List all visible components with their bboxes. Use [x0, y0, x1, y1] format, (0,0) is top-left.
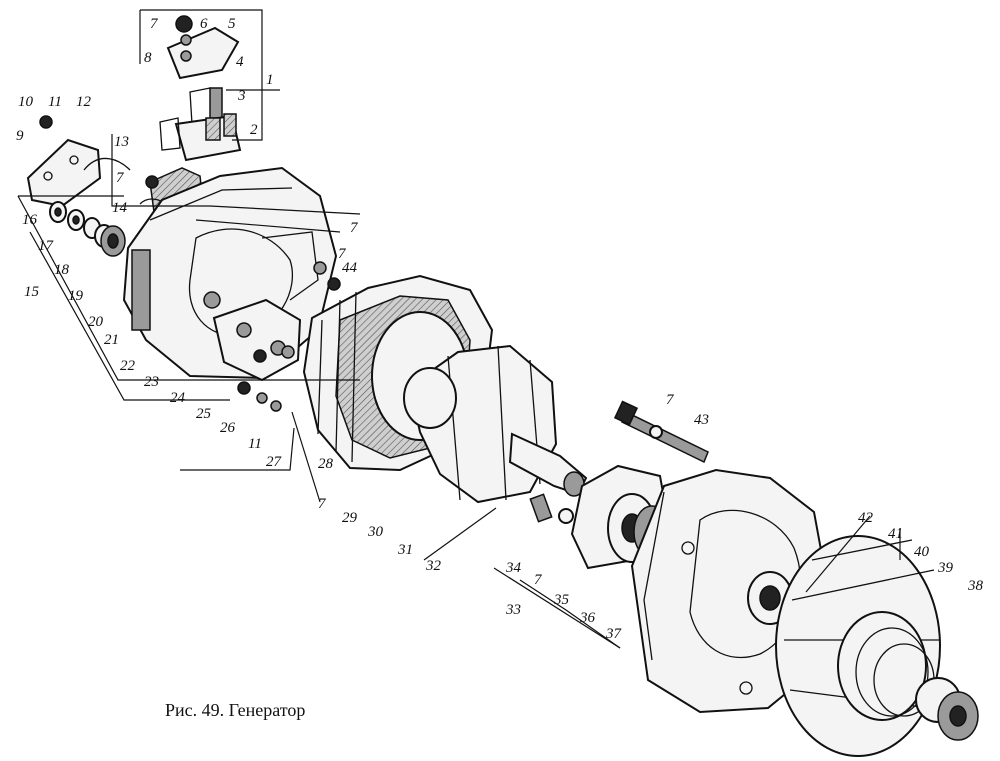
label-24: 24 — [170, 390, 186, 406]
rotor — [403, 344, 588, 504]
bearing-washers — [49, 201, 126, 257]
label-34: 34 — [505, 560, 522, 576]
label-21: 21 — [104, 332, 119, 348]
label-15: 15 — [24, 284, 40, 300]
label-38: 38 — [967, 578, 984, 594]
label-11b: 11 — [248, 436, 262, 452]
label-29: 29 — [342, 510, 358, 526]
label-7d: 7 — [350, 220, 359, 236]
label-26: 26 — [220, 420, 236, 436]
label-44: 44 — [342, 260, 358, 276]
label-22: 22 — [120, 358, 136, 374]
brush-holder-assembly — [159, 15, 242, 162]
leader-lines — [17, 9, 901, 649]
label-37: 37 — [605, 626, 623, 642]
label-16: 16 — [22, 212, 38, 228]
label-41: 41 — [888, 526, 903, 542]
label-23: 23 — [144, 374, 159, 390]
label-7c: 7 — [318, 496, 327, 512]
label-31: 31 — [397, 542, 413, 558]
fan-and-pulley — [775, 535, 979, 757]
label-7e: 7 — [338, 246, 347, 262]
label-28: 28 — [318, 456, 334, 472]
label-12: 12 — [76, 94, 92, 110]
label-35: 35 — [553, 592, 570, 608]
label-9: 9 — [16, 128, 24, 144]
label-3: 3 — [237, 88, 246, 104]
figure-caption: Рис. 49. Генератор — [165, 700, 306, 720]
label-32: 32 — [425, 558, 442, 574]
rectifier-plate — [203, 261, 341, 412]
label-7f: 7 — [666, 392, 675, 408]
label-7b: 7 — [116, 170, 125, 186]
label-11a: 11 — [48, 94, 62, 110]
label-18: 18 — [54, 262, 70, 278]
label-10: 10 — [18, 94, 34, 110]
label-27: 27 — [266, 454, 283, 470]
label-36: 36 — [579, 610, 596, 626]
label-33: 33 — [505, 602, 521, 618]
label-19: 19 — [68, 288, 84, 304]
label-40: 40 — [914, 544, 930, 560]
label-7a: 7 — [150, 16, 159, 32]
part-number-labels: 1 2 3 4 5 6 7 8 10 11 12 9 13 7 14 16 17… — [16, 16, 984, 642]
label-6: 6 — [200, 16, 208, 32]
label-13: 13 — [114, 134, 129, 150]
label-30: 30 — [367, 524, 384, 540]
label-39: 39 — [937, 560, 954, 576]
label-14: 14 — [112, 200, 128, 216]
label-7g: 7 — [534, 572, 543, 588]
label-5: 5 — [228, 16, 236, 32]
label-1: 1 — [266, 72, 274, 88]
label-2: 2 — [250, 122, 258, 138]
label-4: 4 — [236, 54, 244, 70]
label-8: 8 — [144, 50, 152, 66]
label-17: 17 — [38, 238, 55, 254]
label-25: 25 — [196, 406, 212, 422]
label-20: 20 — [88, 314, 104, 330]
label-43: 43 — [694, 412, 709, 428]
label-42: 42 — [858, 510, 874, 526]
